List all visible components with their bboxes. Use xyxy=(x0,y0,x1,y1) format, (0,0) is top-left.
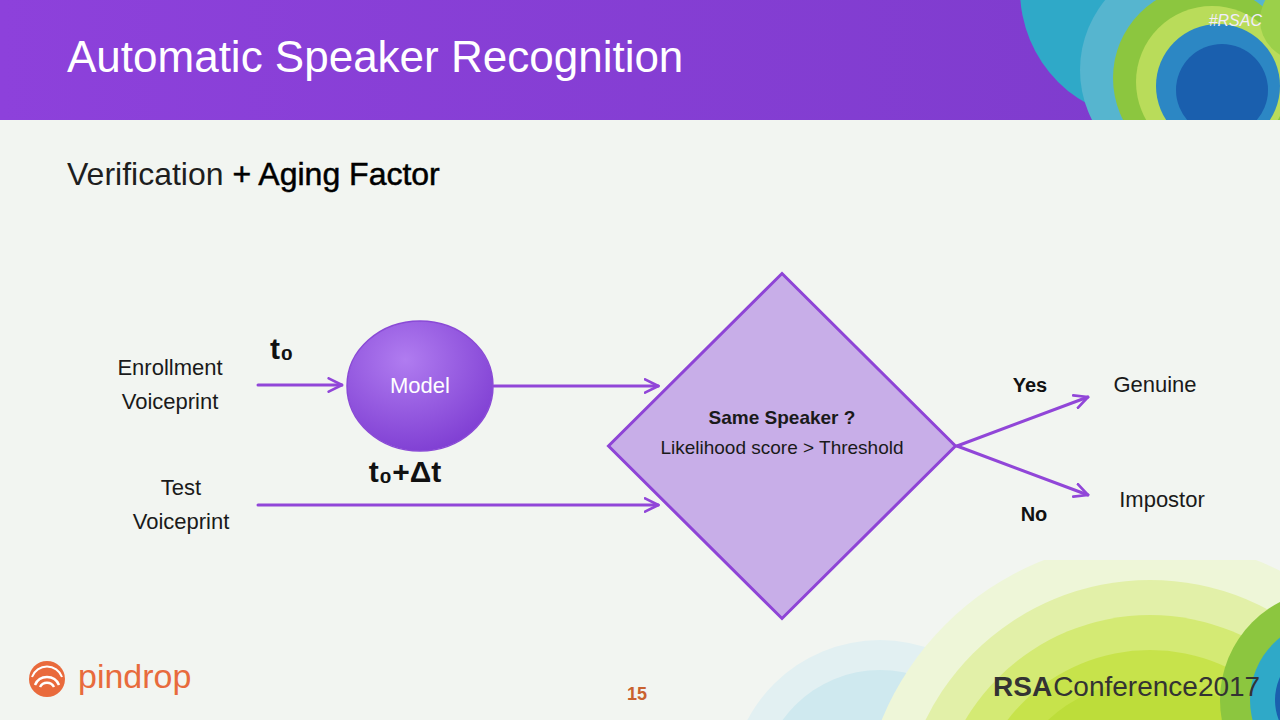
brand-mark: RSA xyxy=(993,673,1052,701)
edge-label: Yes xyxy=(1013,375,1047,395)
flow-arrow xyxy=(494,385,658,388)
edge-label: No xyxy=(1021,504,1048,524)
subtitle-text: Verification xyxy=(67,158,224,190)
outcome-label: Impostor xyxy=(1104,483,1220,517)
node-text: Model xyxy=(390,373,450,399)
input-label: Enrollment Voiceprint xyxy=(105,350,235,420)
input-label: Test Voiceprint xyxy=(116,470,246,540)
ornament-ring xyxy=(1176,44,1268,120)
node-text: Enrollment Voiceprint xyxy=(105,351,235,419)
ornament-ring xyxy=(1250,620,1280,720)
decision-diamond: Same Speaker ?Likelihood score > Thresho… xyxy=(607,272,957,620)
slide-title: Automatic Speaker Recognition xyxy=(67,35,683,79)
flow-arrow xyxy=(258,504,658,507)
edge-label: t₀ xyxy=(270,334,294,364)
ornament-ring xyxy=(900,580,1280,720)
brand-mark: Conference2017 xyxy=(1053,673,1260,701)
logo-arc xyxy=(40,683,54,687)
flow-arrow xyxy=(957,446,1088,495)
ornament-ring xyxy=(1113,0,1280,120)
logo-text: pindrop xyxy=(78,659,191,693)
ornament-ring xyxy=(1080,0,1280,120)
ornament-ring xyxy=(860,560,1280,720)
ornament-ring xyxy=(1275,645,1280,720)
logo-disc xyxy=(29,661,65,697)
node-text: Impostor xyxy=(1119,487,1205,513)
edge-label: t₀+Δt xyxy=(369,457,442,487)
ornament-ring xyxy=(1260,0,1280,60)
subtitle-emphasis: + Aging Factor xyxy=(233,158,440,190)
node-text: Genuine xyxy=(1113,372,1196,398)
hashtag: #RSAC xyxy=(1209,13,1262,29)
ornament-ring xyxy=(1136,6,1280,120)
flow-arrow xyxy=(957,397,1088,446)
model-ellipse xyxy=(347,321,493,451)
flow-arrow xyxy=(258,384,342,387)
node-text: Test Voiceprint xyxy=(116,471,246,539)
logo-arc xyxy=(32,667,62,677)
logo-icon xyxy=(29,661,65,697)
header-ornament xyxy=(1020,0,1280,120)
ornament-ring xyxy=(1156,24,1280,120)
node-subtext: Likelihood score > Threshold xyxy=(660,433,903,463)
diamond-outline xyxy=(609,274,956,619)
page-number: 15 xyxy=(627,685,647,703)
outcome-label: Genuine xyxy=(1100,368,1210,402)
model-circle: Model xyxy=(346,320,494,452)
node-text: Same Speaker ? xyxy=(709,403,856,433)
